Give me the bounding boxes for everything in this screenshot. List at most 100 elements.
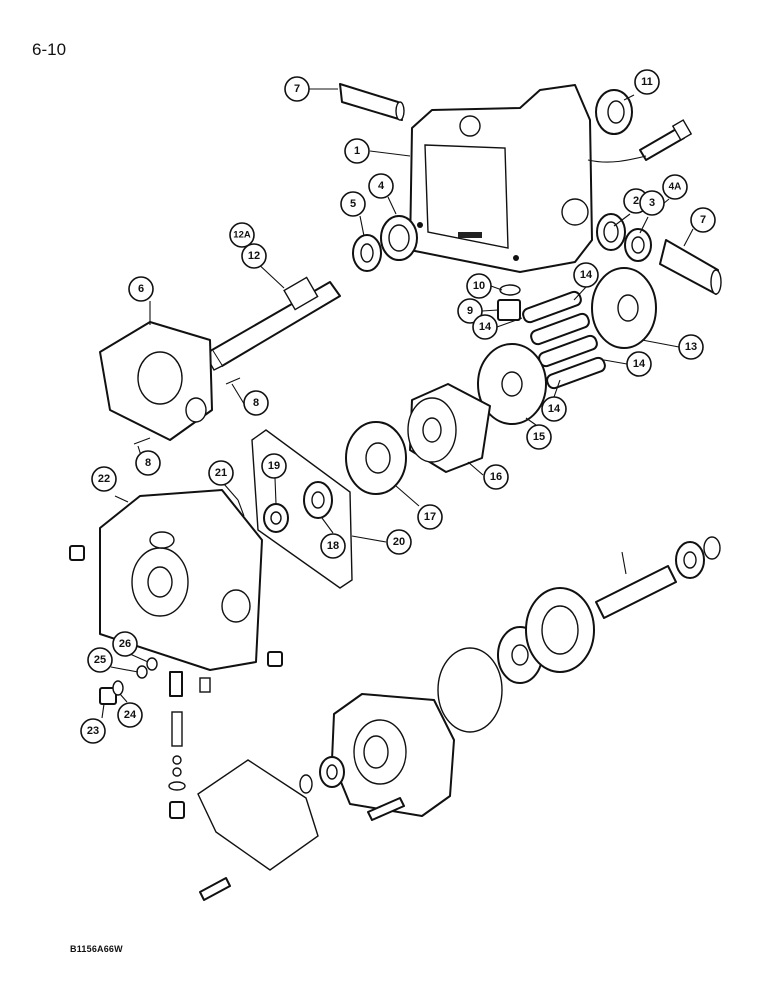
callout-22: 22 xyxy=(91,466,117,492)
callout-5: 5 xyxy=(340,191,366,217)
svg-text:20: 20 xyxy=(393,536,405,548)
svg-text:15: 15 xyxy=(533,431,545,443)
svg-text:26: 26 xyxy=(119,638,131,650)
callout-14-right: 14 xyxy=(626,351,652,377)
svg-text:21: 21 xyxy=(215,467,227,479)
callout-26: 26 xyxy=(112,631,138,657)
callout-19: 19 xyxy=(261,453,287,479)
pump-housing xyxy=(409,84,593,273)
bearing-18 xyxy=(303,481,333,519)
svg-text:1: 1 xyxy=(354,145,360,157)
end-cover-6 xyxy=(99,321,213,441)
svg-text:18: 18 xyxy=(327,540,339,552)
callout-15: 15 xyxy=(526,424,552,450)
needle-bearing xyxy=(319,756,345,788)
bearing-cone-5 xyxy=(352,234,382,272)
plug-23 xyxy=(99,687,117,705)
callout-14-top: 14 xyxy=(573,262,599,288)
svg-text:17: 17 xyxy=(424,511,436,523)
callout-14-left: 14 xyxy=(472,314,498,340)
bolt-bottom xyxy=(199,877,231,901)
callout-18: 18 xyxy=(320,533,346,559)
svg-text:10: 10 xyxy=(473,280,485,292)
gerotor-outer xyxy=(525,587,595,673)
o-ring-24 xyxy=(112,680,124,696)
svg-text:2: 2 xyxy=(633,195,639,207)
dowel-pin-8-upper xyxy=(225,377,241,385)
callout-9: 9 xyxy=(457,298,483,324)
svg-text:14: 14 xyxy=(633,358,646,370)
callout-4: 4 xyxy=(368,173,394,199)
callout-12a: 12A xyxy=(229,222,255,248)
dowel-pin-8-lower xyxy=(133,437,151,445)
callout-21: 21 xyxy=(208,460,234,486)
charge-pump-housing xyxy=(331,693,455,817)
callout-13: 13 xyxy=(678,334,704,360)
end-cap-22 xyxy=(99,489,263,671)
bearing-charge-pump xyxy=(675,541,705,579)
figure-code: B1156A66W xyxy=(70,944,123,954)
bearing-cup-4 xyxy=(380,215,418,261)
callout-14-bottom: 14 xyxy=(541,396,567,422)
o-ring-26 xyxy=(146,657,158,671)
svg-text:4: 4 xyxy=(378,180,385,192)
leader-lines xyxy=(101,88,694,719)
svg-text:16: 16 xyxy=(490,471,502,483)
bearing-3 xyxy=(624,228,652,262)
svg-text:6: 6 xyxy=(138,283,144,295)
pin-7-upper xyxy=(339,83,405,121)
callout-1: 1 xyxy=(344,138,370,164)
svg-text:19: 19 xyxy=(268,460,280,472)
callout-11: 11 xyxy=(634,69,660,95)
callout-3: 3 xyxy=(639,190,665,216)
svg-text:12: 12 xyxy=(248,250,260,262)
plug-right-22 xyxy=(267,651,283,667)
callout-8-upper: 8 xyxy=(243,390,269,416)
callout-4a: 4A xyxy=(662,174,688,200)
swashplate-13 xyxy=(591,267,657,349)
callout-6: 6 xyxy=(128,276,154,302)
plug-9 xyxy=(497,299,521,321)
callout-7-right: 7 xyxy=(690,207,716,233)
drive-shaft-12 xyxy=(205,276,341,371)
bolt-upper-right xyxy=(587,119,693,163)
svg-text:7: 7 xyxy=(294,83,300,95)
svg-text:3: 3 xyxy=(649,197,655,209)
callout-12: 12 xyxy=(241,243,267,269)
svg-text:9: 9 xyxy=(467,305,473,317)
page-number: 6-10 xyxy=(32,40,67,59)
charge-pump-shaft xyxy=(595,551,677,619)
pin-7-right xyxy=(659,239,722,295)
svg-text:14: 14 xyxy=(580,269,593,281)
svg-text:8: 8 xyxy=(253,397,259,409)
callout-7-top: 7 xyxy=(284,76,310,102)
svg-text:22: 22 xyxy=(98,473,110,485)
svg-text:12A: 12A xyxy=(233,230,251,241)
callout-20: 20 xyxy=(386,529,412,555)
seal-small xyxy=(299,774,313,794)
svg-text:8: 8 xyxy=(145,457,151,469)
seal-11 xyxy=(595,89,633,135)
bolt-lower xyxy=(367,797,405,821)
callout-16: 16 xyxy=(483,464,509,490)
svg-text:11: 11 xyxy=(641,76,653,88)
o-ring-10 xyxy=(499,284,521,296)
svg-text:13: 13 xyxy=(685,341,697,353)
cylinder-block-16 xyxy=(407,383,491,473)
callout-17: 17 xyxy=(417,504,443,530)
svg-text:23: 23 xyxy=(87,725,99,737)
bearing-19 xyxy=(263,503,289,533)
callout-23: 23 xyxy=(80,718,106,744)
svg-text:4A: 4A xyxy=(669,182,682,193)
svg-text:7: 7 xyxy=(700,214,706,226)
o-ring-25 xyxy=(136,665,148,679)
svg-text:25: 25 xyxy=(94,654,106,666)
svg-text:14: 14 xyxy=(548,403,561,415)
svg-text:5: 5 xyxy=(350,198,356,210)
piston-set-14 xyxy=(522,290,606,390)
plug-left-22 xyxy=(69,545,85,561)
o-ring-large xyxy=(437,647,503,733)
retainer-plate-15 xyxy=(477,343,547,425)
snap-ring xyxy=(703,536,721,560)
